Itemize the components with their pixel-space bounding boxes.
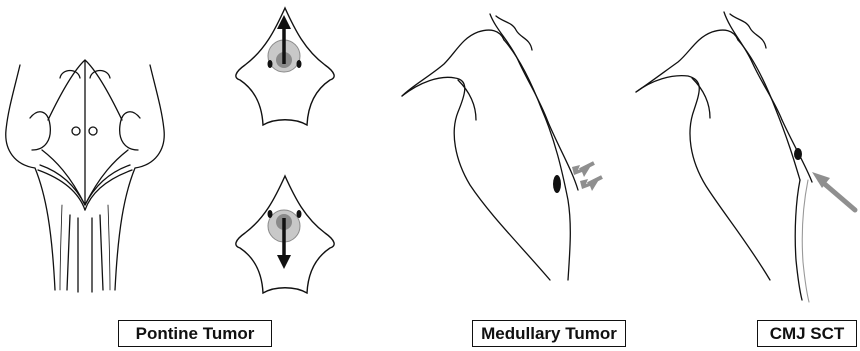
brainstem-dorsal-view-icon [6, 60, 164, 292]
lesion-icon [553, 175, 561, 193]
sagittal-brainstem-icon [402, 14, 578, 280]
medullary-tumor-label: Medullary Tumor [472, 320, 626, 347]
lesion-icon [794, 148, 802, 160]
brainstem-cross-section-icon [236, 8, 334, 293]
arrow-icon [812, 172, 855, 210]
sagittal-brainstem-icon [636, 12, 812, 302]
cmj-sct-label: CMJ SCT [757, 320, 857, 347]
pontine-tumor-label: Pontine Tumor [118, 320, 272, 347]
